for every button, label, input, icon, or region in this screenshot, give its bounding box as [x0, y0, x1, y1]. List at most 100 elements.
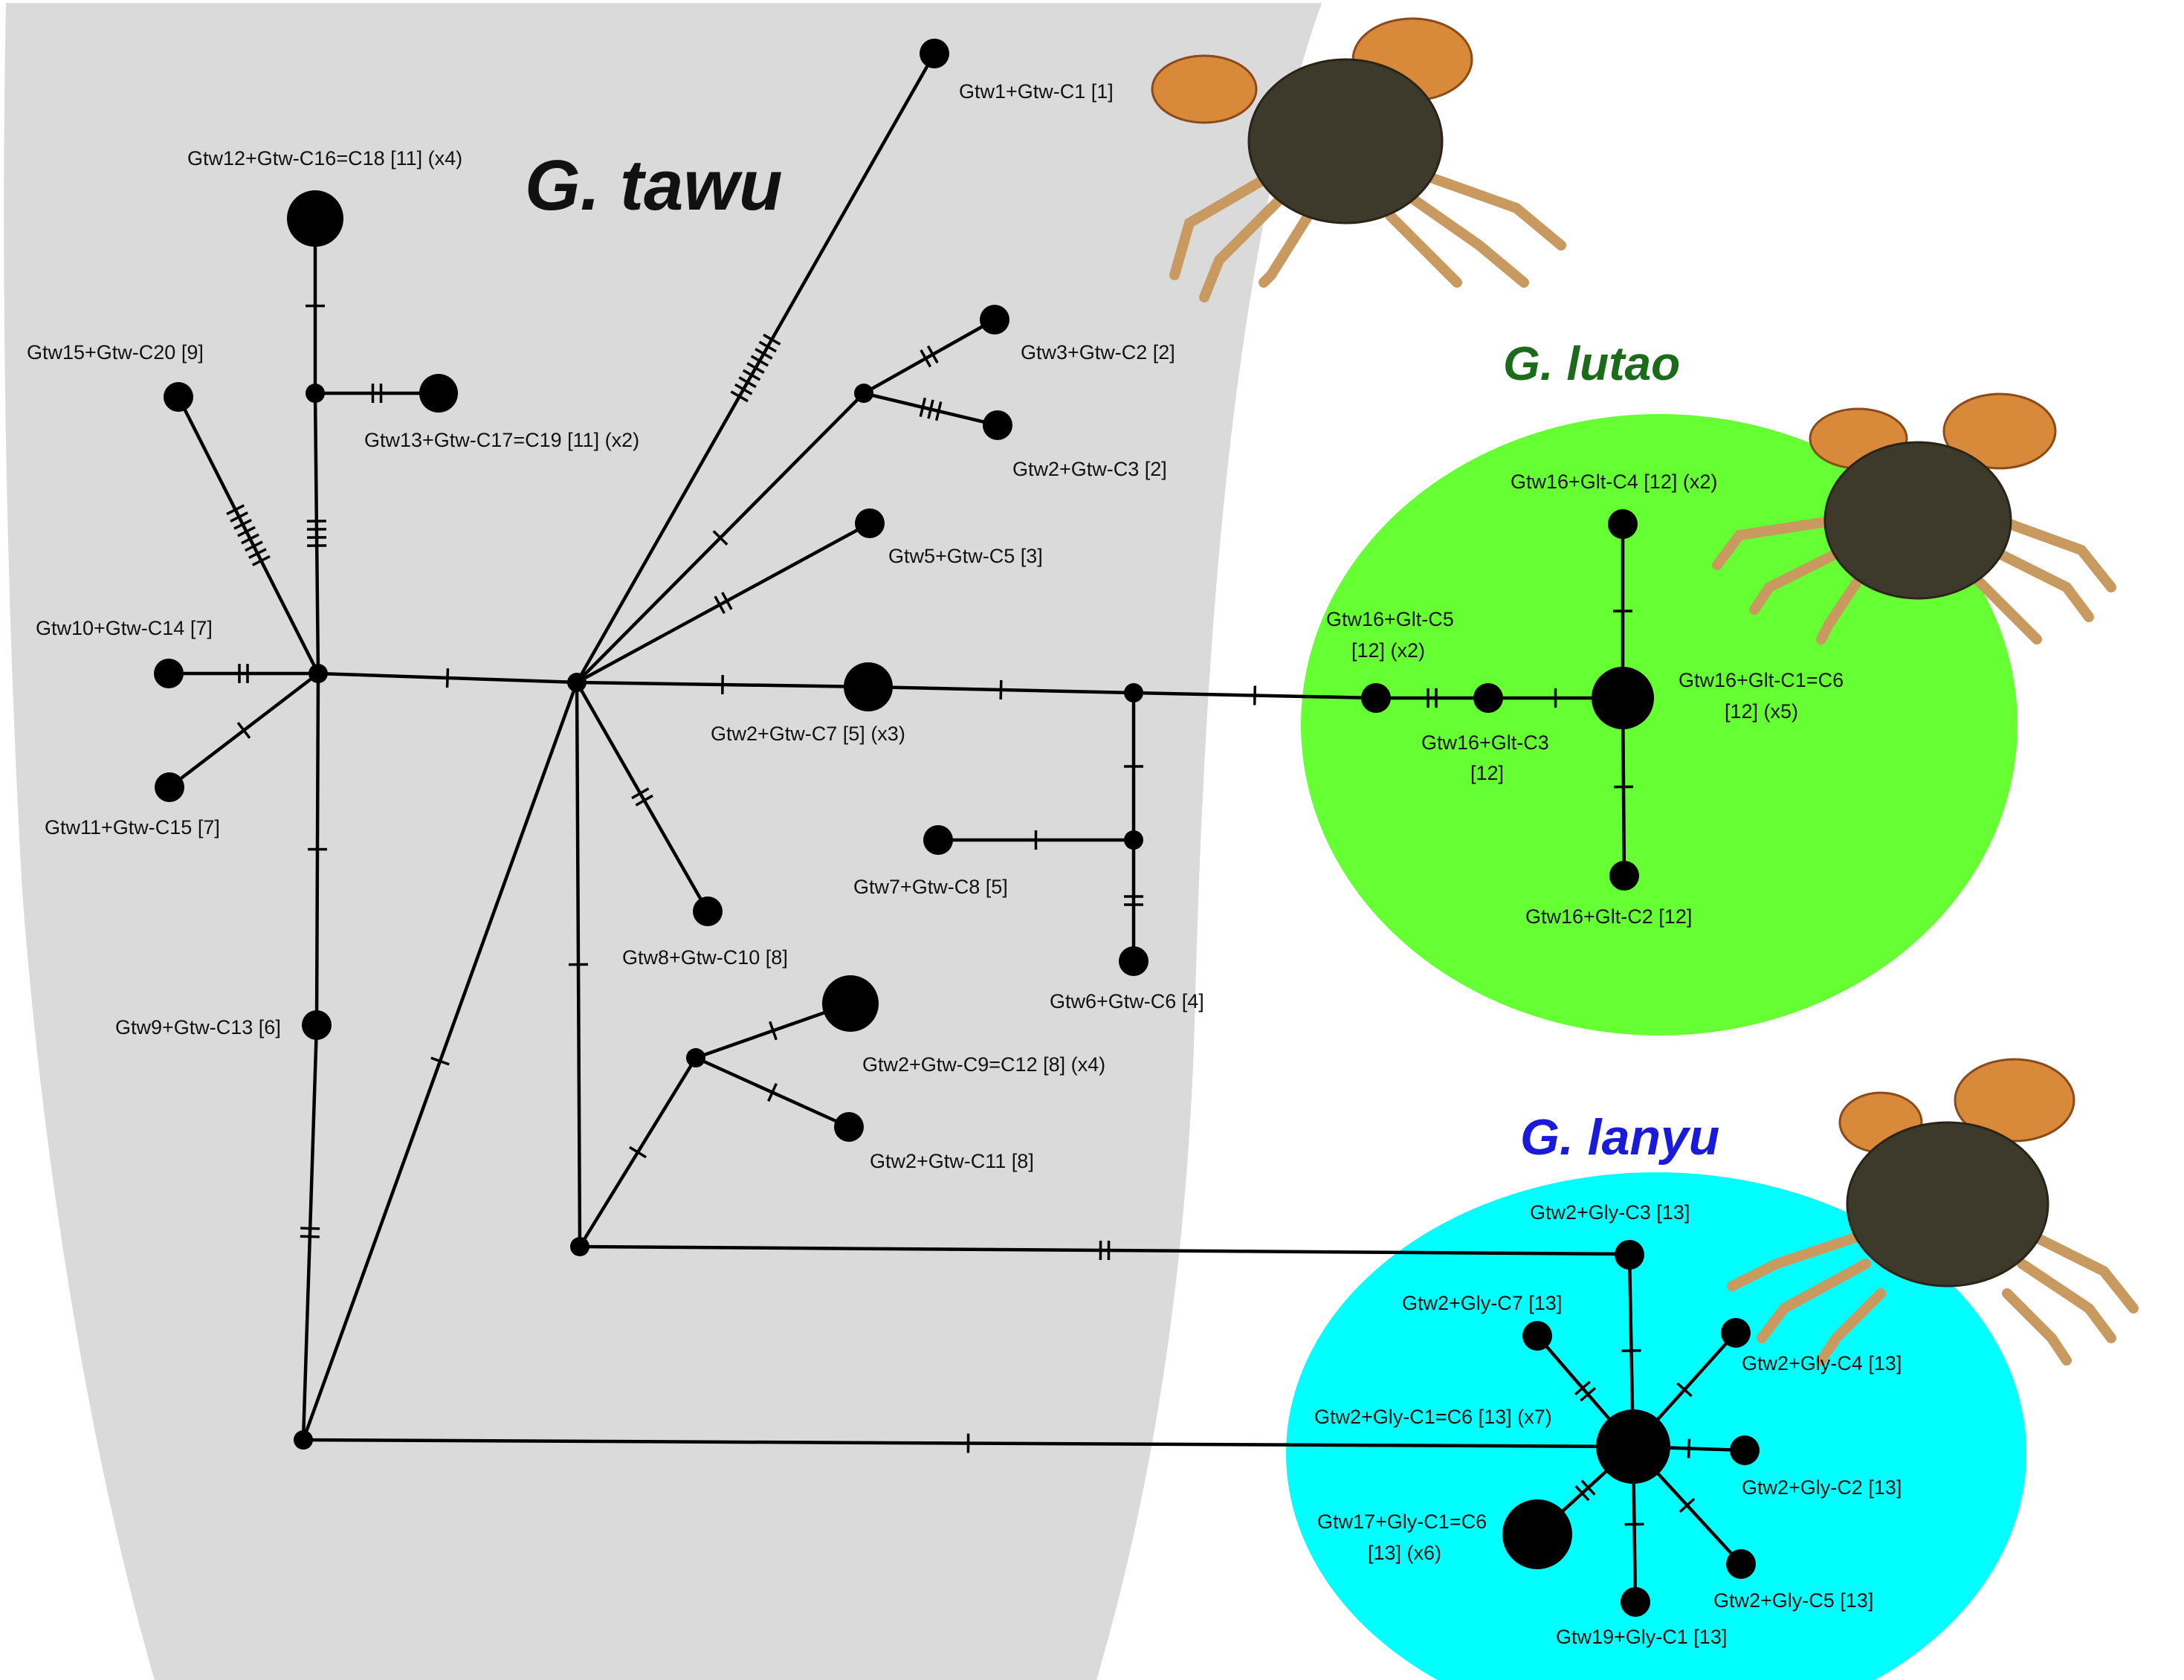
mutation-tick	[248, 548, 267, 559]
haplotype-labels: Gtw1+Gtw-C1 [1] Gtw12+Gtw-C16=C18 [11] (…	[27, 80, 1902, 1648]
crab-photo-tawu	[1151, 17, 1566, 303]
mutation-tick	[769, 1021, 778, 1041]
haplotype-node	[855, 508, 885, 538]
haplotype-node	[1621, 1587, 1650, 1617]
haplotype-node	[302, 1010, 332, 1040]
haplotype-node	[306, 384, 325, 403]
mutation-tick	[237, 526, 256, 537]
network-nodes	[154, 39, 1760, 1617]
mutation-tick	[226, 504, 245, 516]
label-gtw15-c20: Gtw15+Gtw-C20 [9]	[27, 341, 204, 364]
label-gtw17-line1: Gtw17+Gly-C1=C6	[1317, 1511, 1487, 1533]
mutation-tick	[919, 397, 927, 417]
lanyu-title: G. lanyu	[1520, 1109, 1719, 1166]
haplotype-node	[983, 410, 1012, 440]
haplotype-node	[1119, 946, 1148, 976]
mutation-tick	[251, 555, 271, 566]
mutation-tick	[233, 518, 252, 530]
mutation-tick	[738, 376, 757, 389]
mutation-tick	[714, 595, 726, 614]
label-gtw10-c14: Gtw10+Gtw-C14 [7]	[36, 617, 213, 639]
haplotype-node	[570, 1237, 589, 1256]
label-gtw19-c1: Gtw19+Gly-C1 [13]	[1556, 1626, 1727, 1648]
label-gly-c4: Gtw2+Gly-C4 [13]	[1742, 1352, 1902, 1374]
mutation-tick	[746, 362, 765, 374]
haplotype-node	[980, 305, 1009, 335]
haplotype-node	[308, 664, 328, 683]
haplotype-node	[1124, 830, 1143, 850]
mutation-tick	[758, 340, 777, 353]
haplotype-node	[686, 1048, 705, 1067]
haplotype-node	[419, 374, 458, 413]
haplotype-node	[834, 1112, 864, 1142]
network-edge	[575, 521, 872, 685]
label-gly-c7: Gtw2+Gly-C7 [13]	[1402, 1292, 1562, 1314]
mutation-tick	[1580, 1386, 1597, 1402]
mutation-tick	[1574, 1380, 1591, 1396]
label-gtw1-c1: Gtw1+Gtw-C1 [1]	[959, 80, 1114, 103]
label-gtw7-c8: Gtw7+Gtw-C8 [5]	[853, 876, 1008, 898]
mutation-tick	[755, 347, 773, 360]
mutation-tick	[245, 540, 263, 552]
mutation-tick	[631, 787, 650, 800]
label-gly-c3: Gtw2+Gly-C3 [13]	[1530, 1201, 1690, 1224]
mutation-tick	[721, 592, 733, 610]
label-gtw9-c13: Gtw9+Gtw-C13 [6]	[115, 1016, 281, 1038]
lutao-region	[1301, 414, 2017, 1036]
label-gtw2-c7: Gtw2+Gtw-C7 [5] (x3)	[711, 723, 905, 745]
mutation-tick	[1574, 1484, 1590, 1502]
label-glt-c4: Gtw16+Glt-C4 [12] (x2)	[1511, 471, 1717, 493]
label-glt-c3-line1: Gtw16+Glt-C3	[1421, 731, 1549, 754]
haplotype-node	[1473, 683, 1503, 713]
mutation-tick	[300, 1227, 320, 1230]
label-glt-c5-line1: Gtw16+Glt-C5	[1326, 608, 1454, 630]
network-edge	[575, 680, 710, 914]
mutation-tick	[1679, 1497, 1696, 1513]
mutation-tick	[300, 1235, 320, 1238]
label-gtw6-c6: Gtw6+Gtw-C6 [4]	[1050, 990, 1204, 1012]
mutation-tick	[742, 369, 761, 381]
mutation-tick	[1676, 1382, 1693, 1398]
lutao-title: G. lutao	[1503, 337, 1680, 390]
label-gtw2-c9: Gtw2+Gtw-C9=C12 [8] (x4)	[862, 1053, 1105, 1076]
haplotype-node	[164, 382, 193, 412]
crab-photo-lutao	[1712, 392, 2116, 644]
haplotype-node	[1361, 683, 1391, 713]
haplotype-node	[1726, 1549, 1756, 1579]
haplotype-node	[1592, 667, 1654, 729]
label-gtw2-c3: Gtw2+Gtw-C3 [2]	[1012, 458, 1167, 480]
mutation-tick	[430, 1056, 450, 1066]
label-glt-c2: Gtw16+Glt-C2 [12]	[1525, 905, 1692, 928]
network-edge	[301, 1023, 319, 1442]
network-edge	[176, 395, 320, 676]
haplotype-node	[920, 39, 949, 68]
haplotype-node	[294, 1430, 313, 1450]
label-glt-c5-line2: [12] (x2)	[1351, 639, 1425, 662]
haplotype-node	[1502, 1499, 1572, 1569]
haplotype-node	[844, 662, 893, 711]
mutation-tick	[1687, 1438, 1691, 1458]
mutation-tick	[934, 401, 943, 421]
label-gtw12-c16: Gtw12+Gtw-C16=C18 [11] (x4)	[187, 147, 462, 169]
mutation-tick	[920, 349, 932, 368]
haplotype-node	[854, 384, 873, 403]
haplotype-node	[822, 975, 879, 1032]
crab-photo-lanyu	[1727, 1058, 2139, 1366]
haplotype-node	[1522, 1321, 1552, 1351]
label-gtw11-c15: Gtw11+Gtw-C15 [7]	[45, 816, 220, 839]
haplotype-node	[1596, 1409, 1670, 1484]
label-glt-c1-line1: Gtw16+Glt-C1=C6	[1679, 669, 1844, 691]
label-glt-c1-line2: [12] (x5)	[1725, 700, 1798, 723]
mutation-tick	[230, 511, 248, 523]
mutation-tick	[712, 530, 728, 546]
mutation-tick	[730, 390, 749, 403]
haplotype-node	[923, 825, 953, 855]
label-gtw8-c10: Gtw8+Gtw-C10 [8]	[622, 946, 788, 969]
mutation-tick	[236, 722, 251, 739]
haplotype-node	[154, 659, 184, 688]
network-edge	[862, 317, 997, 395]
network-edge	[313, 391, 320, 676]
mutation-tick	[734, 383, 753, 395]
haplotype-node	[287, 190, 343, 247]
mutation-tick	[927, 399, 934, 419]
